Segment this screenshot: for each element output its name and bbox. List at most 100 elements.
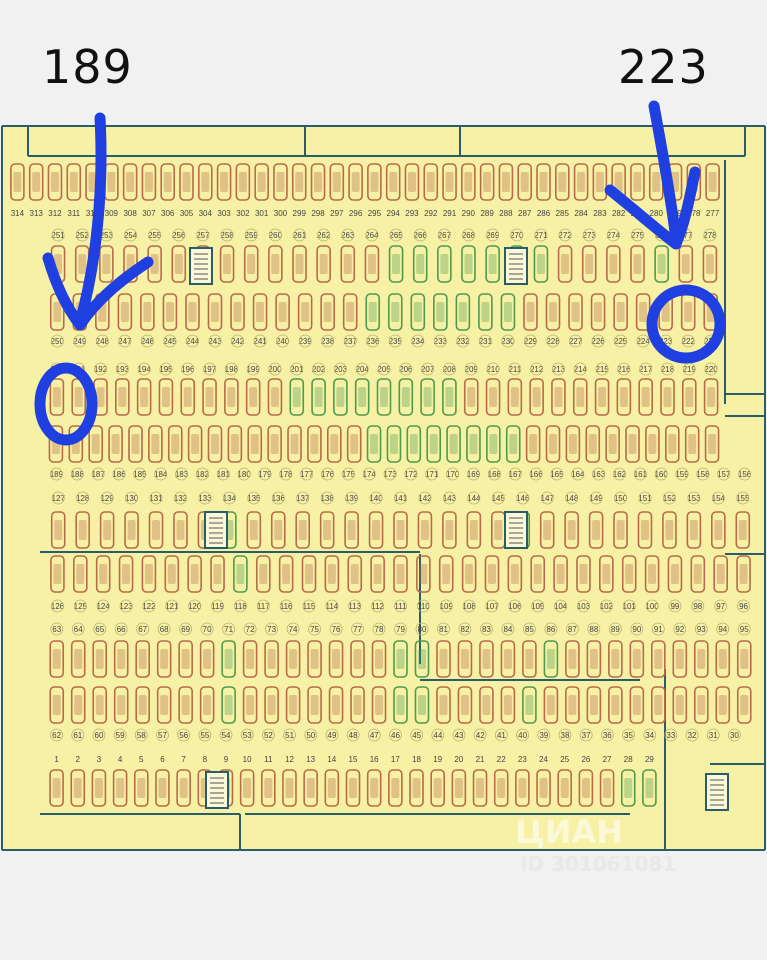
parking-spot [736, 640, 752, 678]
parking-spot [371, 640, 387, 678]
spot-number: 204 [356, 365, 370, 374]
spot-number: 173 [383, 470, 397, 479]
spot-number: 272 [558, 231, 572, 240]
parking-spot [543, 640, 559, 678]
parking-spot [461, 555, 477, 593]
spot-number: 103 [577, 602, 591, 611]
parking-spot [406, 425, 422, 463]
spot-number: 105 [531, 602, 545, 611]
parking-spot [672, 686, 688, 724]
spot-number: 246 [141, 337, 155, 346]
parking-spot [412, 245, 428, 283]
parking-spot [319, 511, 335, 549]
spot-number: 37 [582, 731, 591, 740]
parking-spot [329, 163, 345, 201]
spot-number: 40 [518, 731, 527, 740]
parking-spot [590, 293, 606, 331]
spot-number: 157 [717, 470, 731, 479]
parking-spot [433, 293, 448, 331]
spot-number: 224 [636, 337, 650, 346]
parking-spot [662, 511, 677, 549]
parking-spot [576, 555, 591, 593]
spot-number: 154 [712, 494, 726, 503]
parking-spot [124, 511, 139, 549]
spot-number: 182 [196, 470, 210, 479]
spot-number: 199 [246, 365, 260, 374]
spot-number: 198 [225, 365, 239, 374]
spot-number: 260 [269, 231, 283, 240]
spot-number: 84 [503, 625, 512, 634]
spot-number: 130 [125, 494, 139, 503]
spot-number: 109 [440, 602, 454, 611]
spot-number: 53 [243, 731, 252, 740]
spot-number: 12 [285, 755, 294, 764]
spot-number: 240 [276, 337, 290, 346]
spot-number: 138 [320, 494, 334, 503]
parking-spot [50, 511, 66, 549]
parking-spot [268, 245, 283, 283]
parking-spot [185, 293, 200, 331]
spot-number: 60 [95, 731, 104, 740]
parking-spot [573, 163, 589, 201]
spot-number: 192 [94, 365, 108, 374]
spot-number: 177 [300, 470, 314, 479]
spot-number: 257 [196, 231, 210, 240]
spot-number: 27 [603, 755, 612, 764]
parking-spot [118, 555, 134, 593]
parking-spot [457, 640, 473, 678]
spot-number: 91 [654, 625, 663, 634]
spot-number: 2 [76, 755, 81, 764]
spot-number: 62 [52, 731, 61, 740]
spot-number: 212 [530, 365, 544, 374]
spot-number: 229 [524, 337, 538, 346]
parking-spot [199, 640, 215, 678]
parking-spot [346, 425, 362, 463]
spot-number: 278 [703, 231, 717, 240]
spot-number: 273 [583, 231, 597, 240]
parking-spot [625, 425, 640, 463]
spot-number: 227 [569, 337, 583, 346]
spot-number: 302 [236, 209, 250, 218]
parking-spot [324, 555, 340, 593]
parking-spot [160, 163, 176, 201]
spot-number: 51 [285, 731, 294, 740]
parking-spot [493, 769, 509, 807]
spot-number: 172 [404, 470, 418, 479]
spot-number: 211 [508, 365, 521, 374]
parking-spot [239, 769, 255, 807]
parking-spot [310, 163, 326, 201]
parking-spot [398, 378, 414, 416]
parking-spot [246, 511, 262, 549]
parking-spot [585, 425, 601, 463]
spot-number: 112 [371, 602, 384, 611]
parking-spot [507, 378, 523, 416]
spot-number: 38 [561, 731, 570, 740]
spot-number: 195 [159, 365, 173, 374]
parking-spot [414, 640, 430, 678]
spot-number: 35 [624, 731, 633, 740]
parking-spot [500, 293, 516, 331]
spot-number: 87 [568, 625, 577, 634]
parking-spot [608, 686, 623, 724]
spot-number: 59 [116, 731, 125, 740]
spot-number: 297 [330, 209, 344, 218]
spot-number: 183 [175, 470, 189, 479]
parking-spot [484, 555, 500, 593]
parking-spot [70, 686, 86, 724]
parking-spot [247, 425, 263, 463]
spot-number: 30 [730, 731, 739, 740]
spot-number: 180 [237, 470, 251, 479]
spot-number: 10 [243, 755, 252, 764]
parking-spot [267, 378, 283, 416]
parking-spot [457, 686, 473, 724]
spot-number: 81 [439, 625, 448, 634]
parking-spot [644, 555, 660, 593]
parking-spot [486, 425, 501, 463]
parking-spot [485, 378, 501, 416]
parking-spot [148, 425, 163, 463]
parking-spot [479, 163, 495, 201]
spot-number: 147 [541, 494, 555, 503]
parking-spot [230, 293, 245, 331]
spot-number: 181 [217, 470, 231, 479]
stairwell [705, 773, 729, 811]
